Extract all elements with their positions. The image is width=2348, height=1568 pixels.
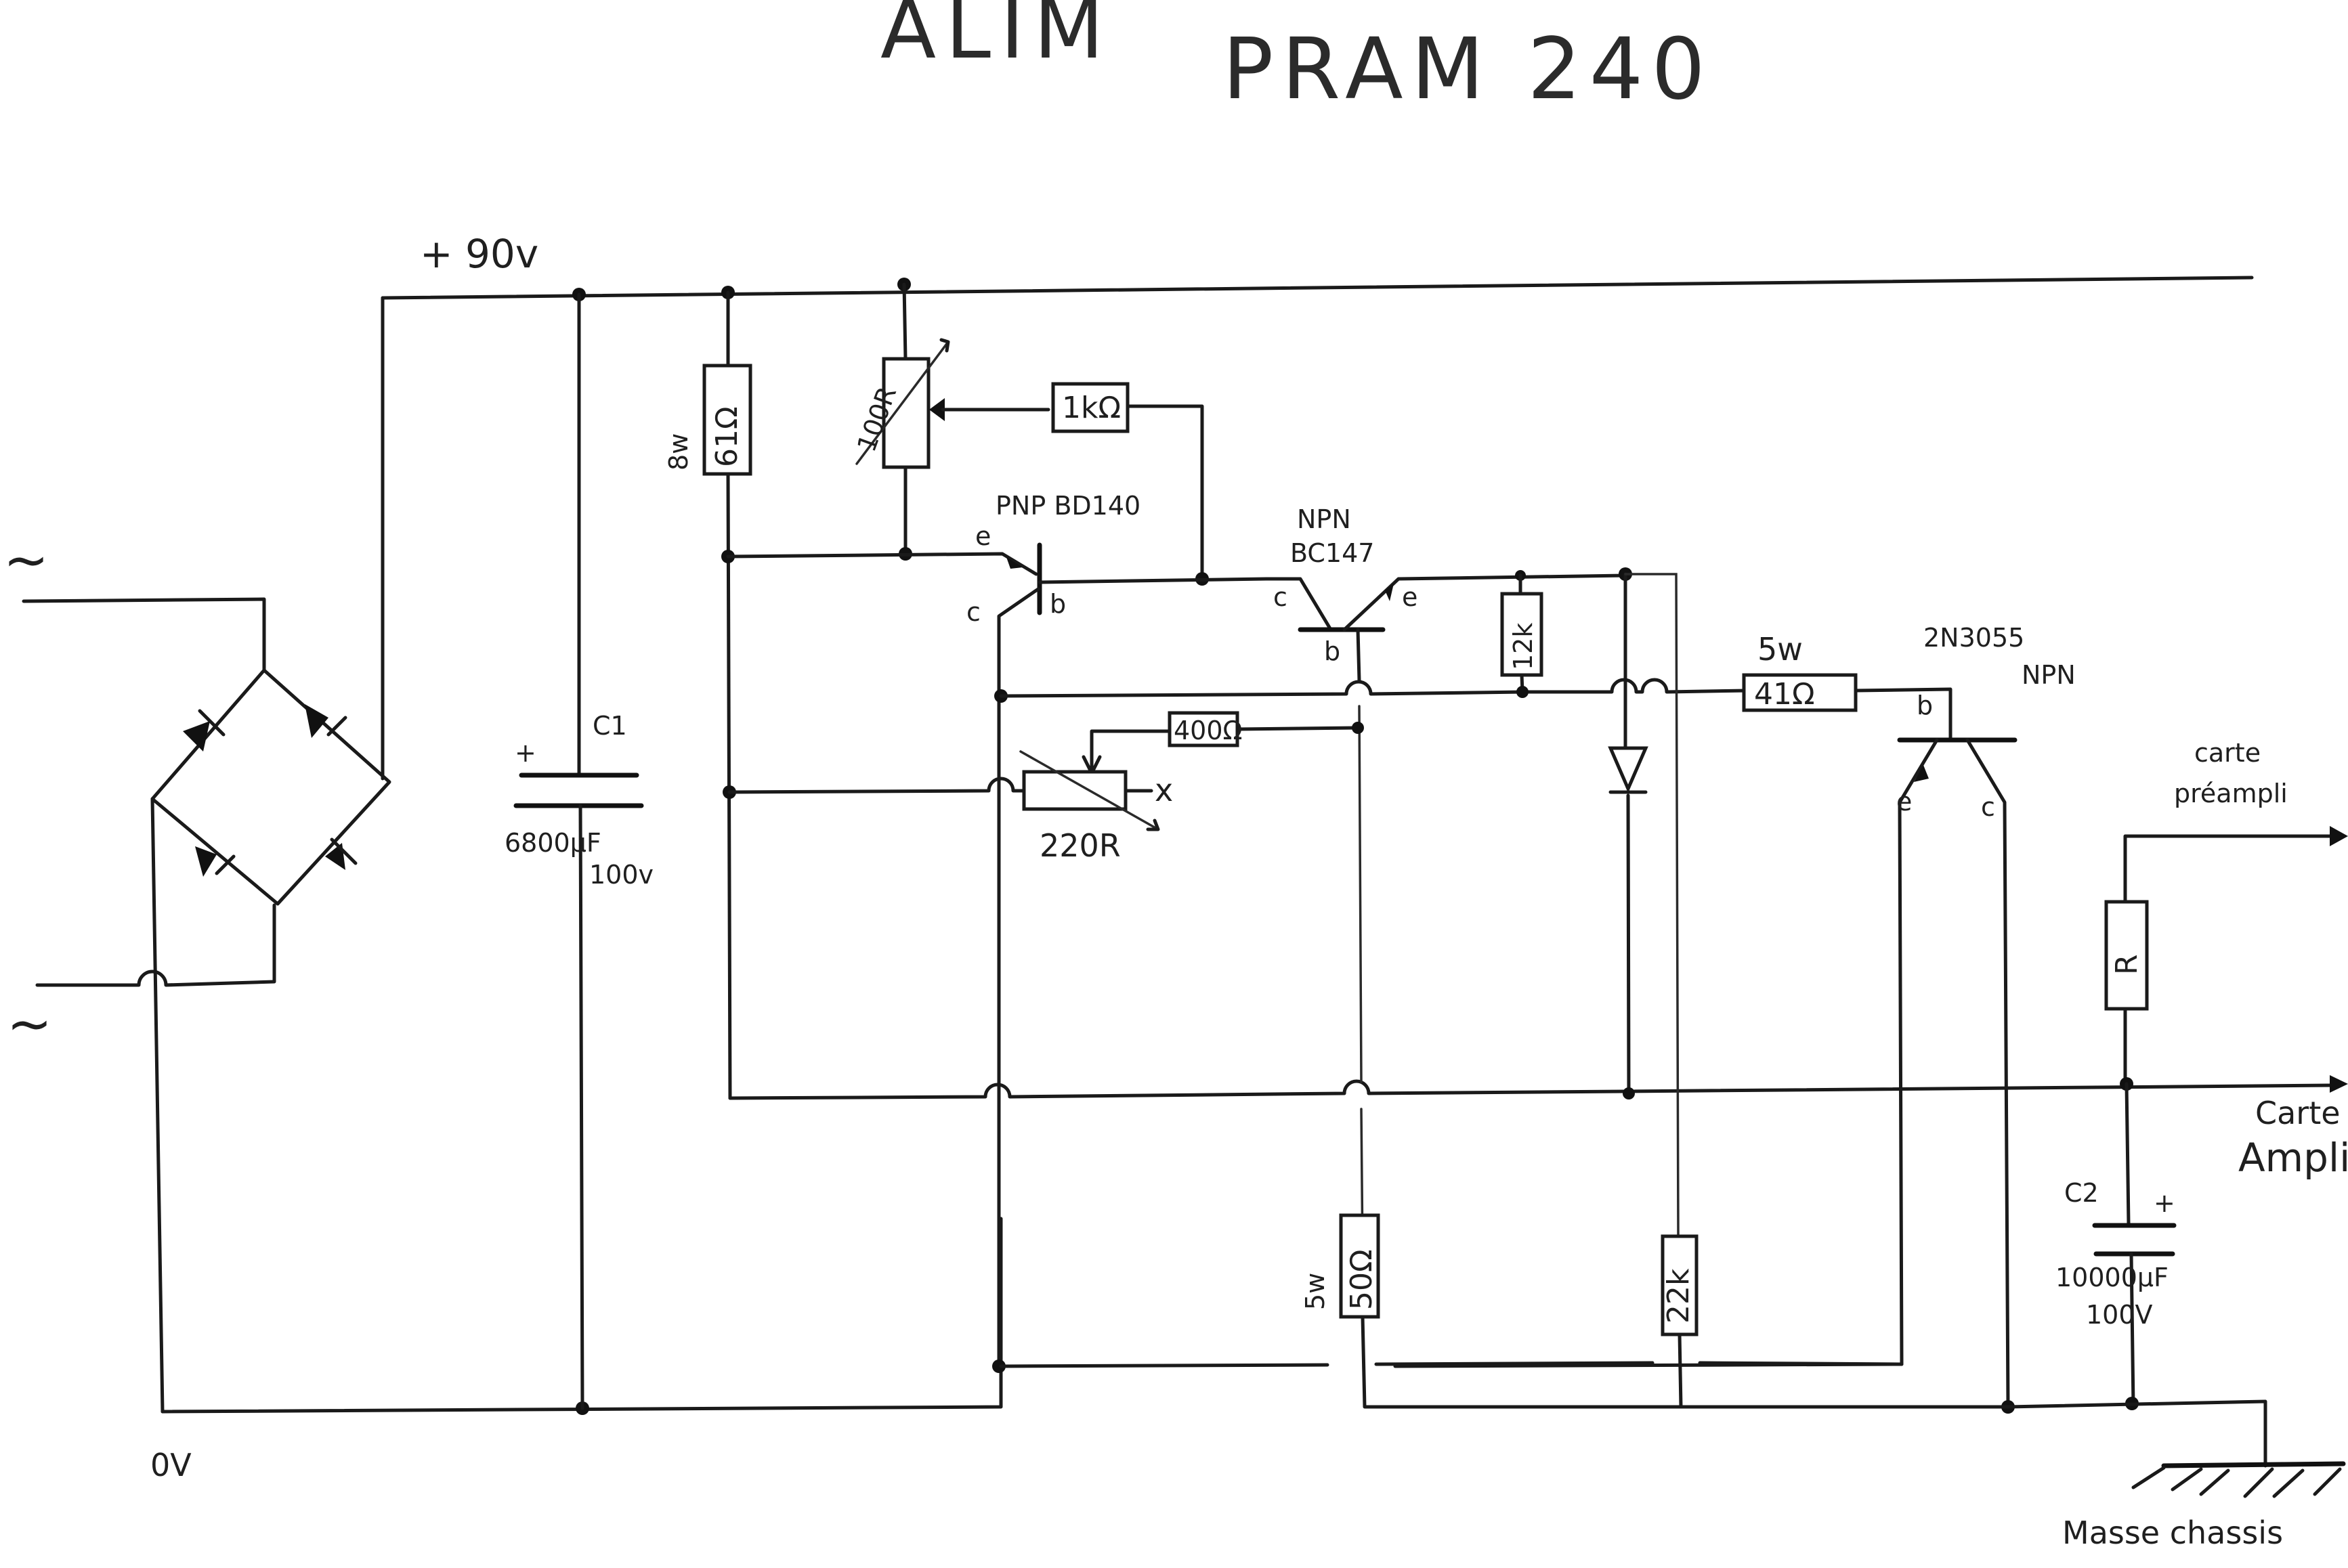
amp-output-line2: Ampli <box>2238 1135 2348 1181</box>
bridge-rectifier <box>150 668 391 906</box>
amp-output-line1: Carte <box>2255 1095 2341 1131</box>
transistor-q2-npn-bc147 <box>1264 573 1627 682</box>
ground-rail <box>150 797 1003 1415</box>
preamp-output-line1: carte <box>2194 738 2261 768</box>
q3-pin-b: b <box>1917 691 1933 720</box>
potentiometer-220r-value: 220R <box>1040 827 1121 864</box>
c1-voltage: 100v <box>589 860 654 890</box>
positive-rail <box>381 276 2254 781</box>
ac-input-2-symbol: ~ <box>7 993 52 1055</box>
resistor-22k <box>1661 1234 1699 1409</box>
c2-value: 10000µF <box>2055 1263 2169 1292</box>
resistor-50-ohm <box>1339 1213 2010 1409</box>
resistor-61-ohm-value: 61Ω <box>710 406 744 467</box>
c1-value: 6800µF <box>505 828 601 858</box>
ac-input-1-symbol: ~ <box>3 529 49 592</box>
q2-pin-b: b <box>1324 636 1340 666</box>
resistor-22k-value: 22k <box>1661 1268 1696 1324</box>
title-alim: ALIM <box>880 0 1113 77</box>
ac-input-wires <box>22 597 276 987</box>
resistor-1k-value: 1kΩ <box>1062 391 1121 425</box>
resistor-12k <box>1500 570 1543 698</box>
c2-ref: C2 <box>2064 1178 2099 1208</box>
resistor-41-ohm-power: 5w <box>1757 631 1803 668</box>
c1-ref: C1 <box>593 711 627 741</box>
transistor-q3-npn-2n3055 <box>1393 737 2018 1414</box>
base-drive-line <box>994 678 1749 703</box>
q1-label: PNP BD140 <box>996 491 1140 521</box>
q2-pin-c: c <box>1273 582 1287 612</box>
q1-pin-c: c <box>966 597 981 627</box>
capacitor-c2 <box>2092 1082 2177 1410</box>
c2-voltage: 100V <box>2086 1300 2153 1330</box>
chassis-ground-label: Masse chassis <box>2062 1515 2283 1551</box>
q3-pin-c: c <box>1981 792 1995 822</box>
emitter-return-line <box>999 1361 1904 1368</box>
bridge-diode-2 <box>305 704 347 738</box>
title-pram-240: PRAM 240 <box>1222 20 1713 118</box>
capacitor-c1 <box>513 288 644 1410</box>
resistor-61-ohm-power: 8w <box>664 433 693 471</box>
q2-part: BC147 <box>1290 538 1374 568</box>
q1-pin-b: b <box>1050 589 1066 619</box>
c2-polarity: + <box>2154 1188 2175 1218</box>
resistor-12k-value: 12k <box>1508 623 1538 670</box>
c1-polarity: + <box>515 738 536 768</box>
q2-base-feed <box>1358 705 1364 1257</box>
potentiometer-220r <box>727 750 1160 831</box>
q2-pin-e: e <box>1402 582 1417 612</box>
q2-type: NPN <box>1297 504 1351 534</box>
resistor-50-ohm-value: 50Ω <box>1344 1249 1379 1310</box>
bridge-diode-1 <box>183 709 226 752</box>
potentiometer-100r <box>855 278 1050 561</box>
regulator-left-bus <box>721 286 2335 1100</box>
resistor-61-ohm: 61Ω <box>702 364 752 476</box>
potentiometer-220r-nc-mark: x <box>1155 772 1173 808</box>
resistor-r-output-value: R <box>2110 954 2144 975</box>
resistor-41-ohm <box>1742 673 1952 742</box>
positive-rail-label: + 90v <box>420 231 538 277</box>
q3-type: NPN <box>2022 660 2076 690</box>
chassis-ground-symbol <box>2006 1399 2346 1498</box>
bridge-diode-4 <box>325 837 358 870</box>
q3-part: 2N3055 <box>1923 623 2024 653</box>
resistor-400-ohm <box>1082 711 1364 775</box>
ground-rail-label: 0V <box>150 1447 192 1483</box>
resistor-400-ohm-value: 400Ω <box>1174 716 1243 745</box>
q1-pin-e: e <box>975 521 991 551</box>
resistor-41-ohm-value: 41Ω <box>1754 677 1815 712</box>
resistor-1k <box>1051 382 1209 586</box>
bridge-diode-3 <box>195 846 236 877</box>
emitter-node <box>1608 567 1680 1238</box>
preamp-output-line2: préampli <box>2174 779 2288 808</box>
resistor-r-output <box>2104 826 2348 1085</box>
transistor-q1-pnp-bd140 <box>726 542 1268 1373</box>
q3-pin-e: e <box>1896 787 1912 816</box>
resistor-50-ohm-power: 5w <box>1300 1273 1330 1310</box>
